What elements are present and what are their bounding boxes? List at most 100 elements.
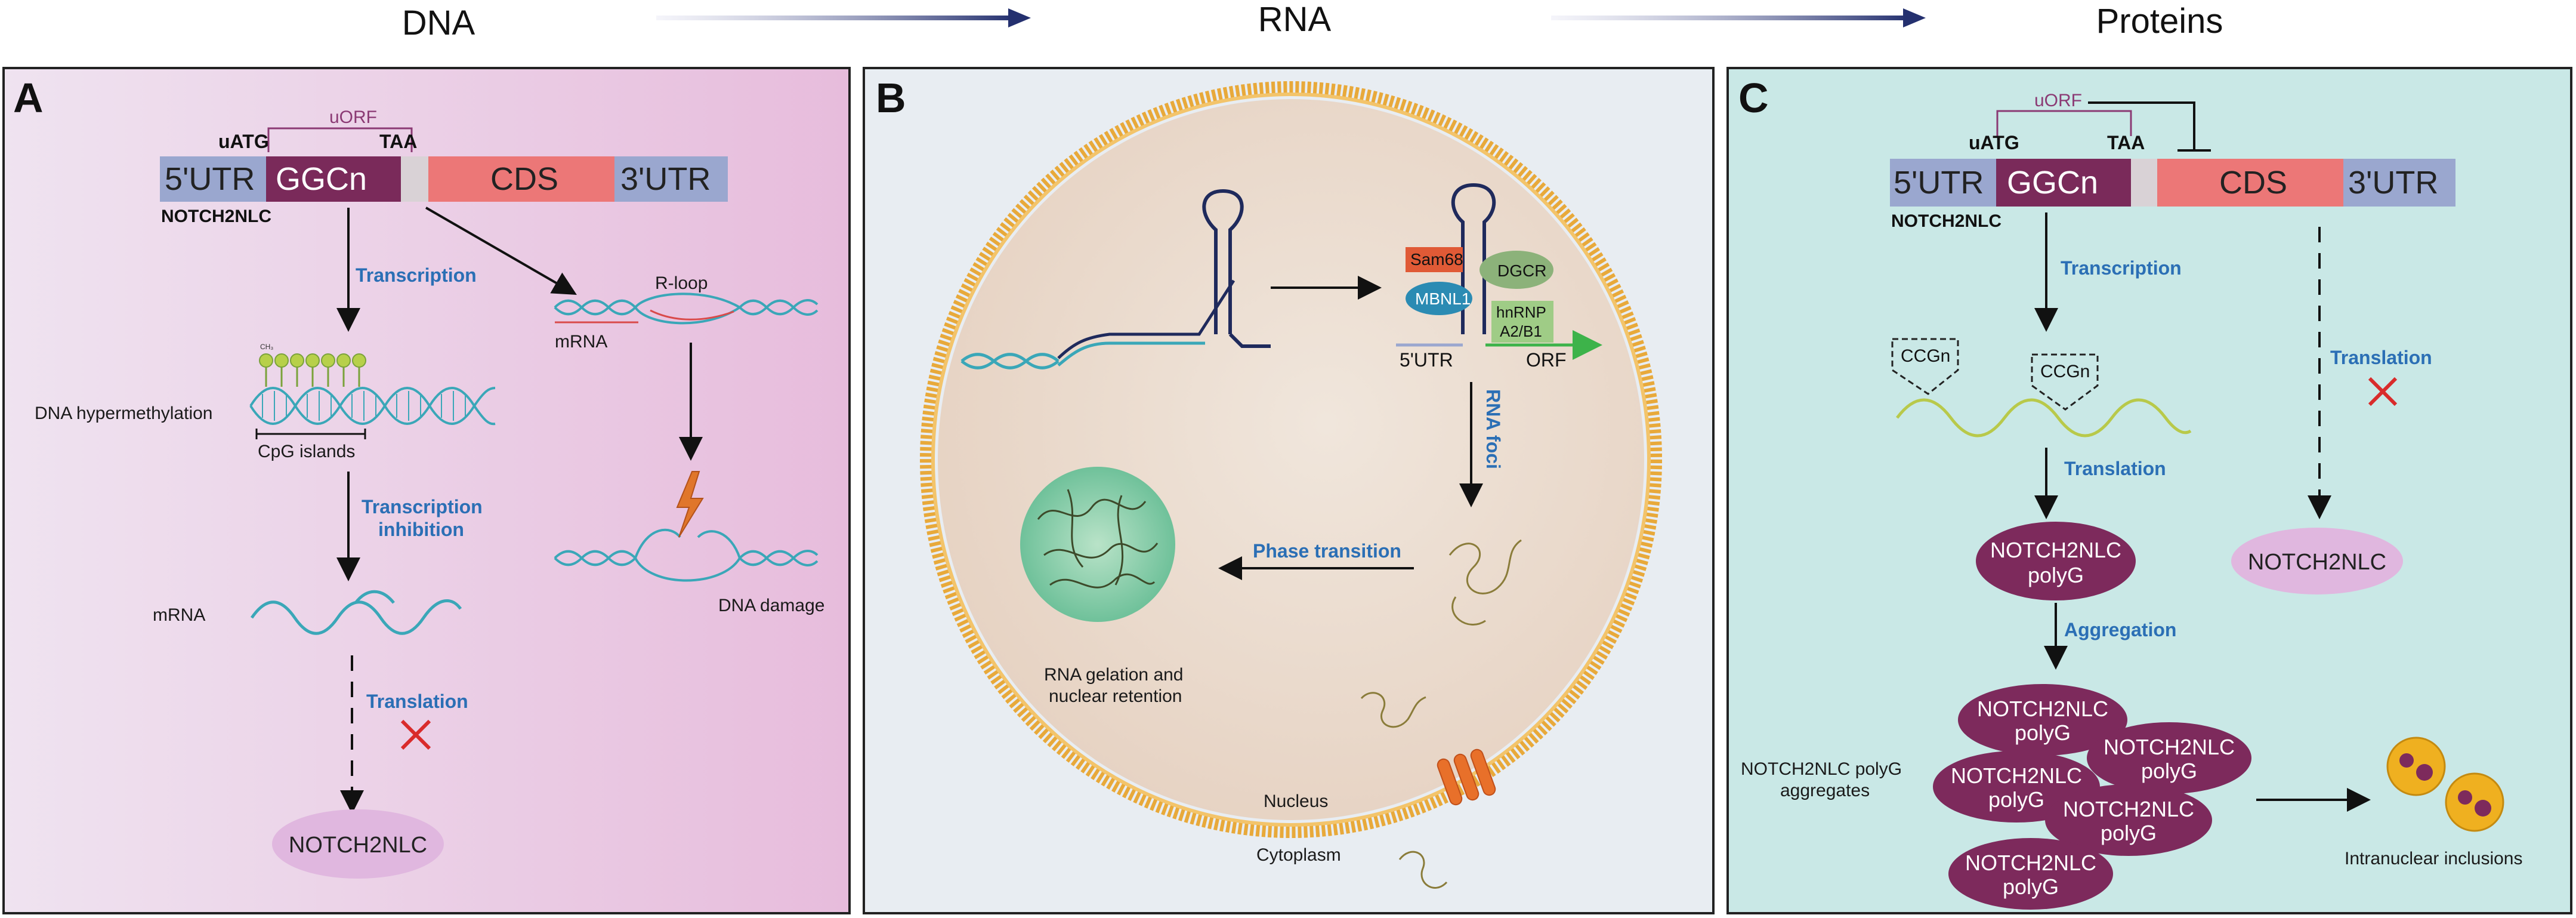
- mrna-wave-c: [1896, 398, 2192, 438]
- agg-2b: polyG: [2141, 759, 2197, 783]
- header-dna: DNA: [402, 4, 475, 42]
- gelation-line2: nuclear retention: [1049, 686, 1182, 706]
- agg-4b: polyG: [2101, 821, 2157, 845]
- polyg-ellipse: [1976, 522, 2136, 600]
- cpg-bracket: [255, 429, 366, 439]
- sam68-text: Sam68: [1410, 250, 1463, 269]
- bound-hairpin: [1451, 183, 1496, 334]
- ggcn-text-c: GGCn: [2007, 165, 2098, 201]
- nucleus-envelope-inner: [931, 93, 1651, 827]
- utr5-box-c: [1890, 159, 1996, 207]
- cds-text: CDS: [490, 161, 558, 197]
- broken-dna: [554, 528, 818, 582]
- nucleus-interior: [938, 99, 1644, 820]
- agg-5b: polyG: [2003, 874, 2059, 899]
- ggcn-text: GGCn: [276, 161, 367, 197]
- sam68-box: [1406, 247, 1463, 272]
- uorf-bracket-c: [1996, 110, 2132, 136]
- nucleus-label: Nucleus: [1264, 791, 1328, 811]
- ggcn-box-c: [1996, 159, 2131, 207]
- translation-label-c-left: Translation: [2064, 458, 2166, 479]
- notch2nlc-product-c-text: NOTCH2NLC: [2248, 550, 2386, 575]
- translation-label-c-right: Translation: [2330, 347, 2432, 368]
- taa-label-c: TAA: [2107, 132, 2145, 153]
- gene-name-c: NOTCH2NLC: [1891, 211, 2002, 231]
- aggregation-label: Aggregation: [2064, 619, 2176, 640]
- inclusions-label: Intranuclear inclusions: [2345, 849, 2523, 868]
- ggcn-box: [266, 156, 401, 202]
- nucleus-envelope-outer: [920, 81, 1662, 838]
- transcription-inhibition-line2: inhibition: [378, 519, 464, 540]
- cds-text-c: CDS: [2219, 165, 2287, 201]
- panel-b-letter: B: [876, 75, 906, 121]
- header-proteins: Proteins: [2096, 2, 2223, 41]
- agg-1b: polyG: [2015, 720, 2071, 745]
- header-rna: RNA: [1258, 0, 1332, 39]
- hnrnp-text-1: hnRNP: [1496, 303, 1546, 321]
- uorf-label-c: uORF: [2034, 91, 2082, 110]
- rloop-label: R-loop: [655, 273, 708, 293]
- hnrnp-box: [1491, 301, 1553, 343]
- transcription-label: Transcription: [356, 264, 477, 286]
- dna-damage-label: DNA damage: [718, 596, 824, 615]
- panel-a-letter: A: [13, 75, 44, 121]
- utr3-text-c: 3'UTR: [2348, 165, 2438, 201]
- utr3-box: [614, 156, 728, 202]
- utr5-text-c: 5'UTR: [1894, 165, 1984, 201]
- mbnl1-text: MBNL1: [1415, 289, 1471, 308]
- uatg-label-c: uATG: [1969, 132, 2019, 153]
- ccgn-text-2: CCGn: [2040, 362, 2090, 381]
- utr3-text: 3'UTR: [620, 161, 711, 197]
- intranuclear-inclusion-icons: [2386, 737, 2504, 832]
- uatg-label: uATG: [218, 131, 269, 152]
- panel-a: A uORF uATG TAA 5'UTR GGCn CDS 3'UTR NOT…: [2, 67, 851, 914]
- panel-c-letter: C: [1738, 75, 1769, 121]
- rna-squiggle-cytoplasm: [1398, 851, 1448, 889]
- mbnl1-blob: [1406, 282, 1472, 315]
- mrna-wave-top: [354, 590, 395, 604]
- notch2nlc-product-c: [2231, 528, 2403, 594]
- dna-helix-methylated: [249, 387, 496, 426]
- gel-tangles: [1037, 489, 1159, 589]
- uorf-bracket: [267, 127, 413, 152]
- rloop-mrna-label: mRNA: [555, 332, 607, 352]
- ch3-label: CH₃: [260, 343, 273, 351]
- phase-transition-label: Phase transition: [1253, 540, 1401, 562]
- rna-foci-label: RNA foci: [1482, 389, 1504, 469]
- header-arrowhead-1: [1008, 8, 1031, 27]
- utr5-label-b: 5'UTR: [1400, 349, 1453, 371]
- rloop-dna: [554, 292, 818, 325]
- panel-b: B Sam68 DGCR MBNL1 hnRNP A2/B1: [863, 67, 1715, 914]
- block-x-icon: [400, 719, 431, 750]
- dna-hypermethylation-label: DNA hypermethylation: [35, 403, 212, 423]
- agg-2a: NOTCH2NLC: [2104, 735, 2235, 759]
- cds-box-c: [2157, 159, 2343, 207]
- rna-gel-sphere: [1020, 467, 1175, 622]
- lightning-icon: [676, 471, 704, 538]
- header: DNA RNA Proteins: [402, 0, 2223, 42]
- rna-squiggle-1: [1448, 539, 1522, 626]
- arrow-to-rloop: [425, 207, 577, 295]
- gelation-line1: RNA gelation and: [1044, 665, 1184, 685]
- utr5-box: [160, 156, 266, 202]
- utr3-box-c: [2343, 159, 2455, 207]
- rna-squiggle-2: [1360, 692, 1426, 728]
- header-arrow-dna-rna: [656, 16, 1014, 20]
- spacer-box: [401, 156, 428, 202]
- block-x-icon-c: [2368, 377, 2398, 406]
- uorf-label: uORF: [329, 107, 377, 127]
- agg-5a: NOTCH2NLC: [1965, 851, 2096, 875]
- polyg-text-2: polyG: [2028, 563, 2084, 587]
- orf-label: ORF: [1526, 349, 1567, 371]
- spacer-box-c: [2131, 159, 2157, 207]
- agg-3a: NOTCH2NLC: [1951, 763, 2082, 788]
- cds-box: [428, 156, 614, 202]
- translation-label-a: Translation: [366, 691, 468, 712]
- agg-4a: NOTCH2NLC: [2063, 797, 2194, 821]
- panel-c: C uORF uATG TAA 5'UTR GGCn CDS 3'UTR NOT…: [1726, 67, 2572, 914]
- agg-3b: polyG: [1988, 787, 2044, 812]
- stem-loop: [1202, 189, 1271, 348]
- taa-label: TAA: [379, 131, 417, 152]
- gene-name: NOTCH2NLC: [161, 207, 271, 226]
